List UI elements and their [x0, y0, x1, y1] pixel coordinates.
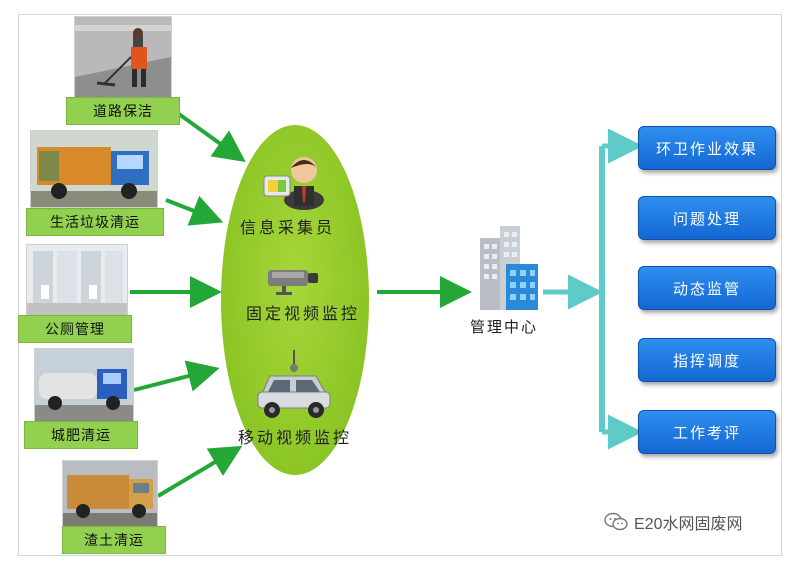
collection-ellipse	[221, 125, 369, 475]
source-label: 渣土清运	[62, 526, 166, 554]
sewage-truck-photo	[34, 348, 134, 422]
collection-item-label: 固定视频监控	[246, 304, 361, 323]
output-box: 指挥调度	[638, 338, 776, 382]
garbage-truck-photo	[30, 130, 158, 208]
output-box: 环卫作业效果	[638, 126, 776, 170]
public-toilet-photo	[26, 244, 128, 316]
source-label: 道路保洁	[66, 97, 180, 125]
source-label: 生活垃圾清运	[26, 208, 164, 236]
office-building-icon	[474, 224, 544, 312]
collector-person-icon	[258, 150, 330, 210]
output-box: 问题处理	[638, 196, 776, 240]
street-sweeper-photo	[74, 16, 172, 98]
arrow-garbage-transport	[165, 195, 224, 226]
watermark-text: E20水网固废网	[634, 516, 743, 533]
output-box: 工作考评	[638, 410, 776, 454]
monitoring-car-icon	[252, 350, 336, 422]
source-label: 公厕管理	[18, 315, 132, 343]
collection-item-label: 信息采集员	[240, 218, 336, 237]
output-box: 动态监管	[638, 266, 776, 310]
collection-item-label: 移动视频监控	[238, 428, 353, 447]
source-label: 城肥清运	[24, 421, 138, 449]
arrow-sewage-transport	[133, 360, 220, 392]
wechat-icon	[604, 512, 628, 531]
management-center-label: 管理中心	[470, 318, 539, 336]
fixed-camera-icon	[262, 262, 322, 296]
arrow-road-cleaning	[174, 110, 246, 162]
dump-truck-photo	[62, 460, 158, 528]
arrow-muck-transport	[156, 445, 243, 498]
watermark: E20水网固废网	[604, 510, 742, 534]
